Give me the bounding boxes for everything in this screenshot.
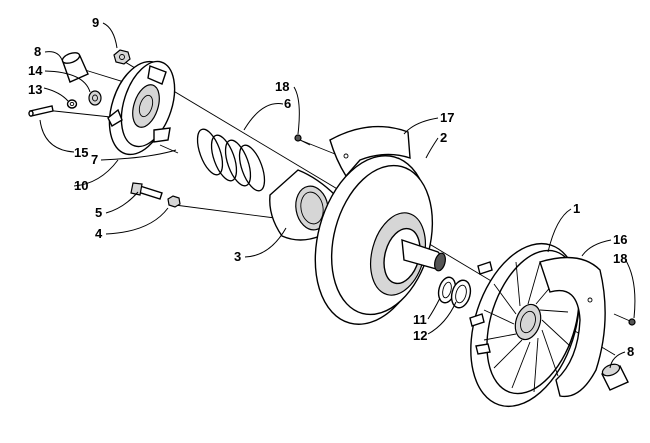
callout-7: 7: [91, 152, 98, 167]
bushing-lower: [601, 363, 629, 391]
callout-18-lower: 18: [613, 251, 627, 266]
callout-15: 15: [74, 145, 88, 160]
callout-12: 12: [413, 328, 427, 343]
fixed-sheave-2: [314, 155, 446, 325]
pin-15: [28, 105, 54, 117]
washer-12: [450, 279, 472, 309]
screw-18-upper: [294, 134, 311, 146]
callout-8-lower: 8: [627, 344, 634, 359]
callout-3: 3: [234, 249, 241, 264]
callout-9: 9: [92, 15, 99, 30]
callout-11: 11: [413, 312, 427, 327]
nut-4: [167, 195, 181, 208]
spider-cam-plate: [107, 60, 179, 156]
callout-14: 14: [28, 63, 43, 78]
cover-16: [539, 256, 606, 398]
callout-8-upper: 8: [34, 44, 41, 59]
washer-13: [66, 99, 78, 109]
callout-1: 1: [573, 201, 580, 216]
callout-5: 5: [95, 205, 102, 220]
cam-3: [269, 169, 337, 241]
callout-leaders: [39, 22, 636, 369]
callout-18-upper: 18: [275, 79, 289, 94]
callout-4: 4: [95, 226, 103, 241]
callout-2: 2: [440, 130, 447, 145]
roller-14: [88, 90, 102, 106]
nut-9: [113, 49, 131, 65]
callout-16: 16: [613, 232, 627, 247]
screw-18-lower: [613, 313, 636, 326]
bolt-5: [130, 182, 163, 200]
callout-17: 17: [440, 110, 454, 125]
callout-13: 13: [28, 82, 42, 97]
callout-labels: 9 8 14 13 15 10 7 5 4 3 18 6 17 2 1 16 1…: [28, 15, 634, 359]
spring-6: [196, 128, 266, 192]
bushing-upper: [61, 52, 89, 83]
callout-10: 10: [74, 178, 88, 193]
callout-6: 6: [284, 96, 291, 111]
